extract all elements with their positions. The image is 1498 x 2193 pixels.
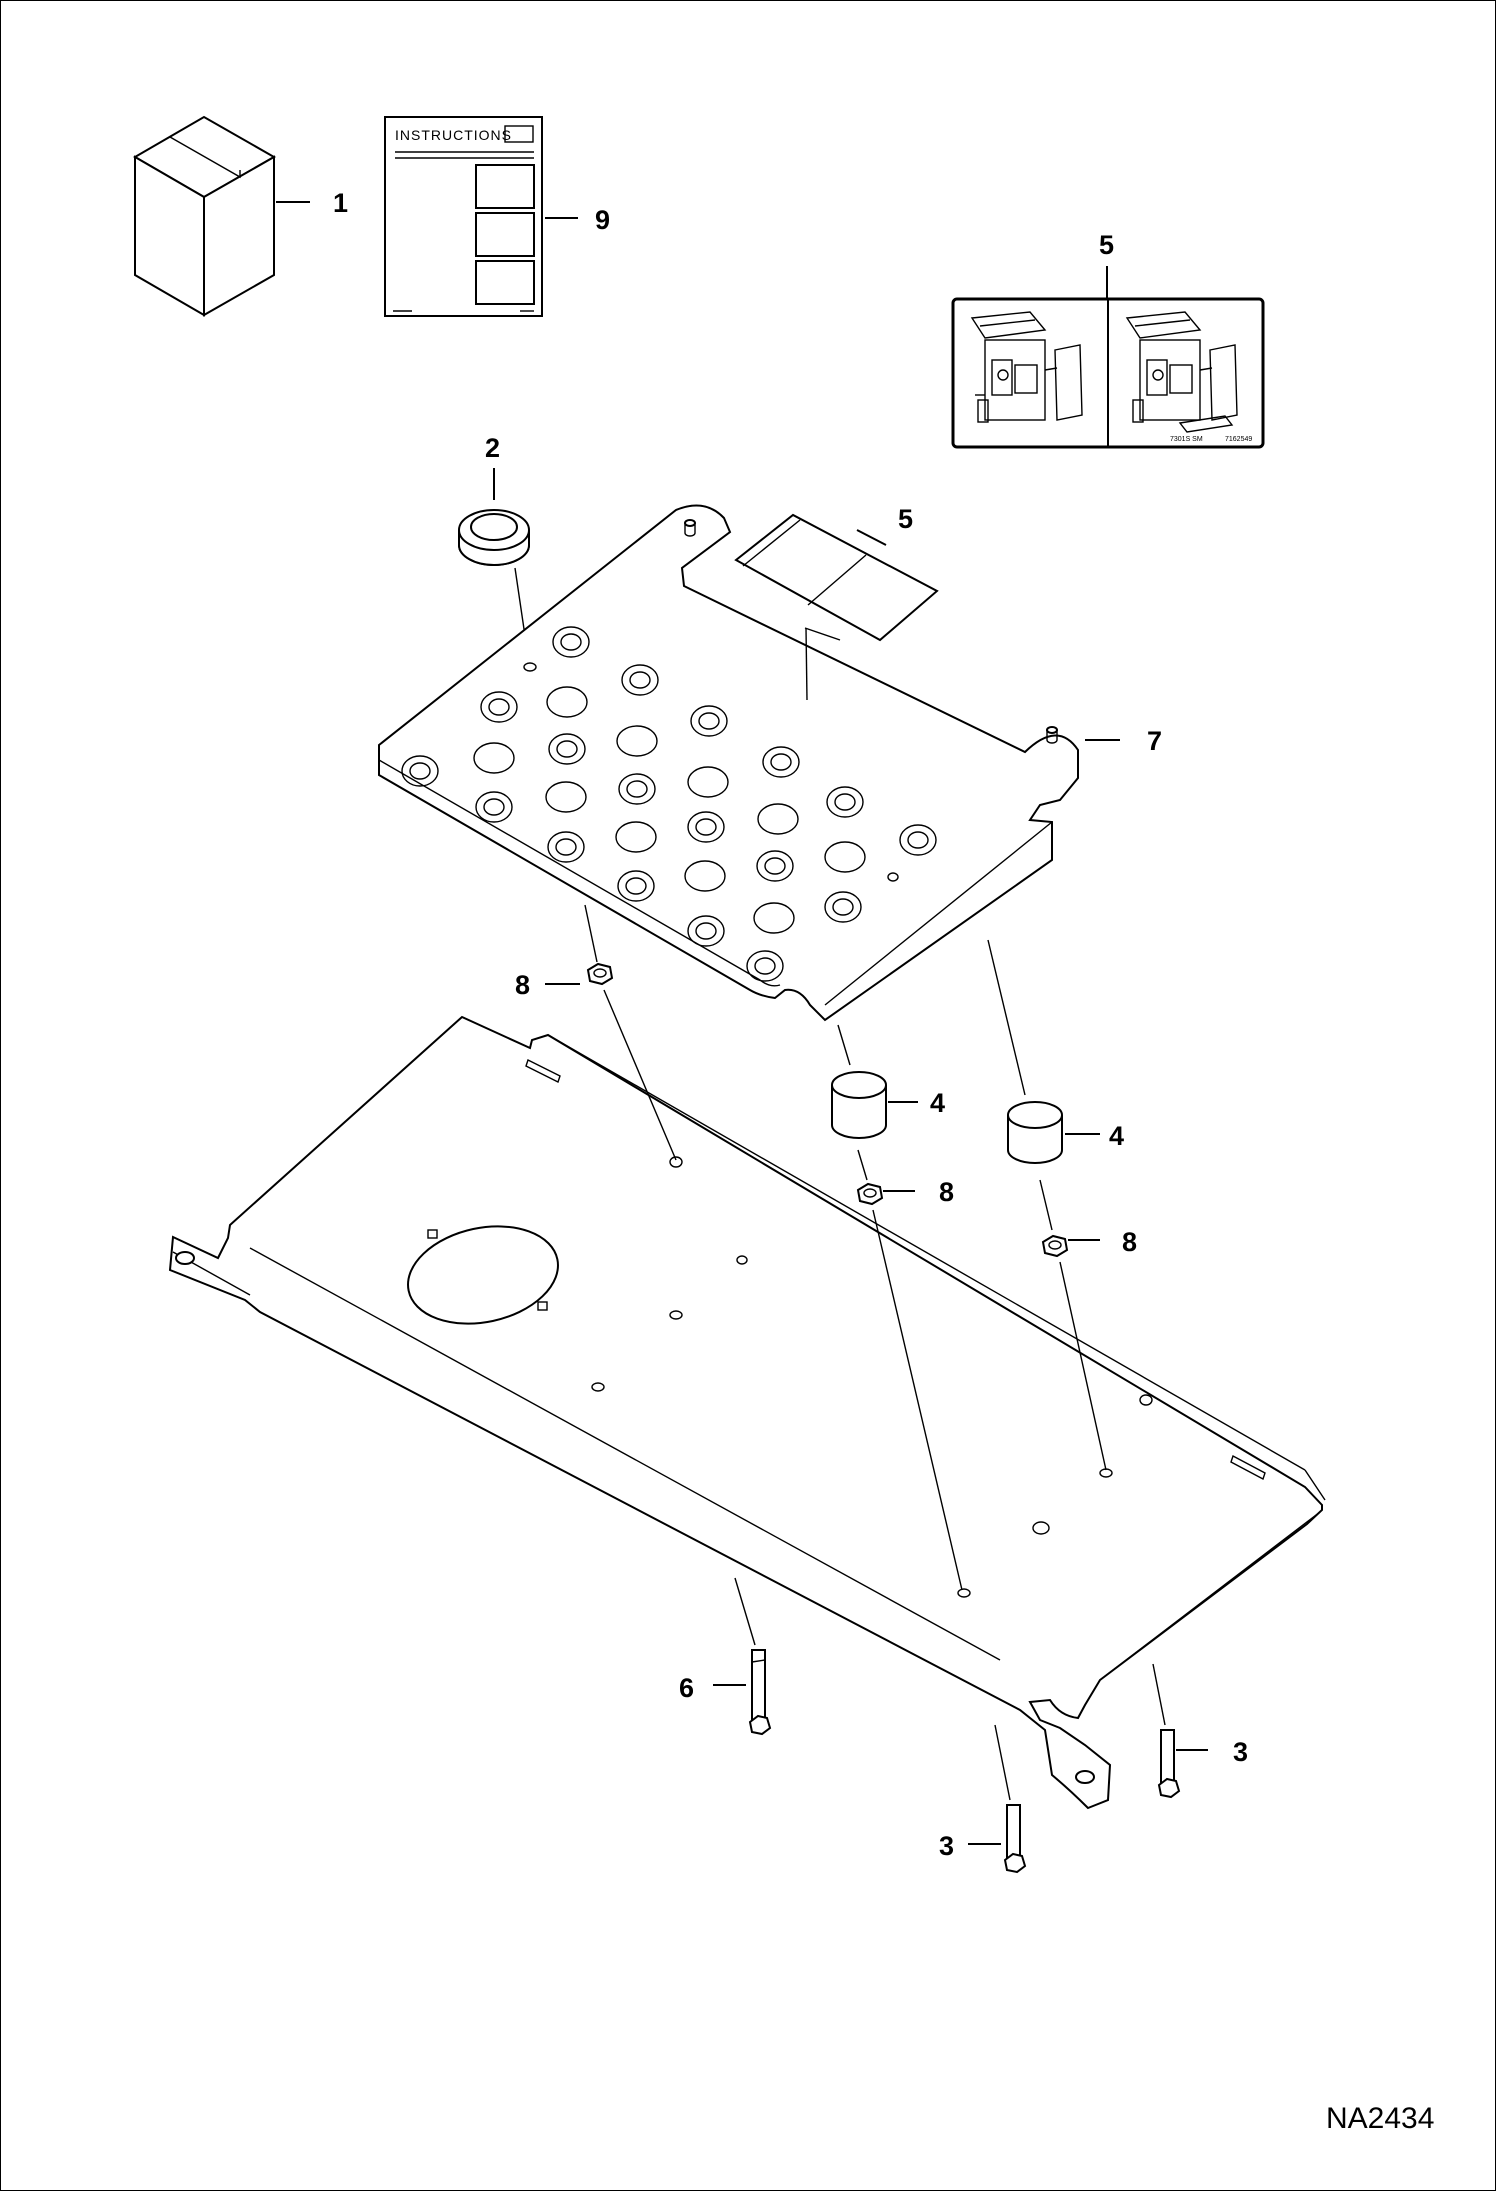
bumper-part-4-right — [1007, 1101, 1063, 1164]
bumper-part-4-center — [831, 1071, 887, 1139]
callout-7: 7 — [1147, 726, 1162, 756]
callout-6: 6 — [679, 1673, 694, 1703]
cap-part-2 — [458, 509, 530, 664]
decal-detail-part-5: 7301S SM 7162549 — [951, 297, 1265, 449]
callout-2: 2 — [485, 433, 500, 463]
base-plate — [168, 1015, 1326, 1810]
alignment-lines — [584, 904, 1166, 1801]
bolt-part-6 — [748, 1649, 772, 1736]
decal-code-left: 7301S SM — [1170, 436, 1203, 443]
callout-5-decal-detail: 5 — [1099, 230, 1114, 260]
callout-3-right: 3 — [1233, 1737, 1248, 1767]
callout-8-center: 8 — [939, 1177, 954, 1207]
callout-4-right: 4 — [1109, 1121, 1124, 1151]
callout-8-right: 8 — [1122, 1227, 1137, 1257]
box-part-1 — [133, 115, 277, 317]
callout-labels: 1 9 5 2 5 7 8 4 4 8 8 6 3 3 — [333, 188, 1248, 1861]
drawing-id: NA2434 — [1326, 2102, 1434, 2135]
decal-code-right: 7162549 — [1225, 436, 1252, 443]
callout-3-bottom: 3 — [939, 1831, 954, 1861]
callout-4-center: 4 — [930, 1088, 945, 1118]
callout-1: 1 — [333, 188, 348, 218]
nut-part-8-right — [1041, 1234, 1069, 1258]
leader-lines — [276, 201, 1208, 1845]
callout-8-left: 8 — [515, 970, 530, 1000]
nut-part-8-center — [856, 1182, 884, 1206]
bolt-part-3-right — [1157, 1729, 1181, 1799]
bolt-part-3-bottom — [1003, 1804, 1027, 1874]
nut-part-8-left — [586, 962, 614, 986]
callout-5-decal: 5 — [898, 504, 913, 534]
callout-9: 9 — [595, 205, 610, 235]
instructions-heading: INSTRUCTIONS — [395, 127, 512, 143]
step-plate-part-7 — [378, 504, 1079, 1022]
instructions-sheet-part-9: INSTRUCTIONS — [384, 116, 543, 317]
